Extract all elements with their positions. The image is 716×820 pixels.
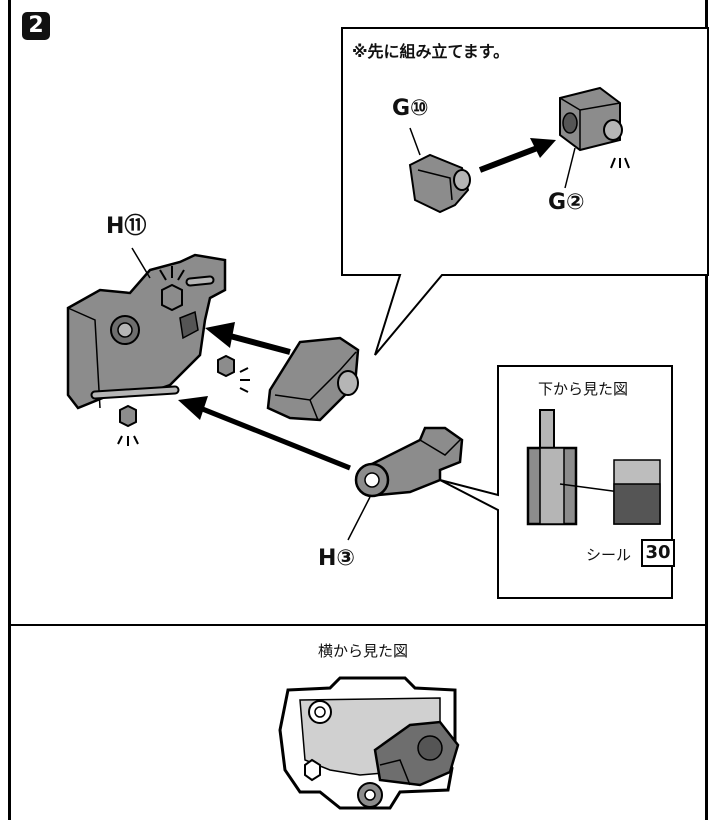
side-view-illustration [278, 676, 460, 810]
arrow-h3-to-h11 [199, 405, 351, 471]
callout-top-note: ※先に組み立てます。 [352, 42, 510, 61]
seal-30-illustration [613, 459, 661, 525]
seal-number-box [641, 539, 675, 567]
callout-top-bubble [341, 27, 709, 356]
peg-indicator-1 [159, 266, 185, 312]
leader-h3 [347, 496, 371, 541]
part-label-g10: G⑩ [392, 96, 429, 121]
part-h11-illustration [66, 253, 227, 410]
part-label-h3: H③ [318, 546, 356, 571]
part-label-g2: G② [548, 190, 585, 215]
peg-indicator-2 [217, 354, 250, 393]
seal-label: シール [586, 546, 632, 564]
page-frame [8, 0, 708, 820]
part-g2-illustration [559, 86, 630, 169]
part-h3-illustration [354, 426, 464, 498]
part-g10-illustration [408, 153, 471, 214]
leader-g10 [409, 127, 421, 156]
bottom-view-part-illustration [526, 409, 621, 526]
leader-h11 [131, 247, 151, 279]
arrow-g-assembly-to-h11 [229, 333, 291, 355]
leader-g2 [564, 147, 576, 189]
arrow-g10-to-g2 [478, 144, 542, 173]
part-label-h11: H⑪ [106, 214, 147, 239]
assembled-g-part-illustration [266, 336, 360, 422]
seal-number: 30 [645, 542, 671, 563]
step-number-badge: 2 [22, 12, 50, 40]
peg-indicator-3 [117, 404, 139, 446]
side-view-title: 横から見た図 [318, 642, 409, 660]
callout-bottom-title: 下から見た図 [538, 380, 629, 398]
section-divider [11, 624, 705, 626]
